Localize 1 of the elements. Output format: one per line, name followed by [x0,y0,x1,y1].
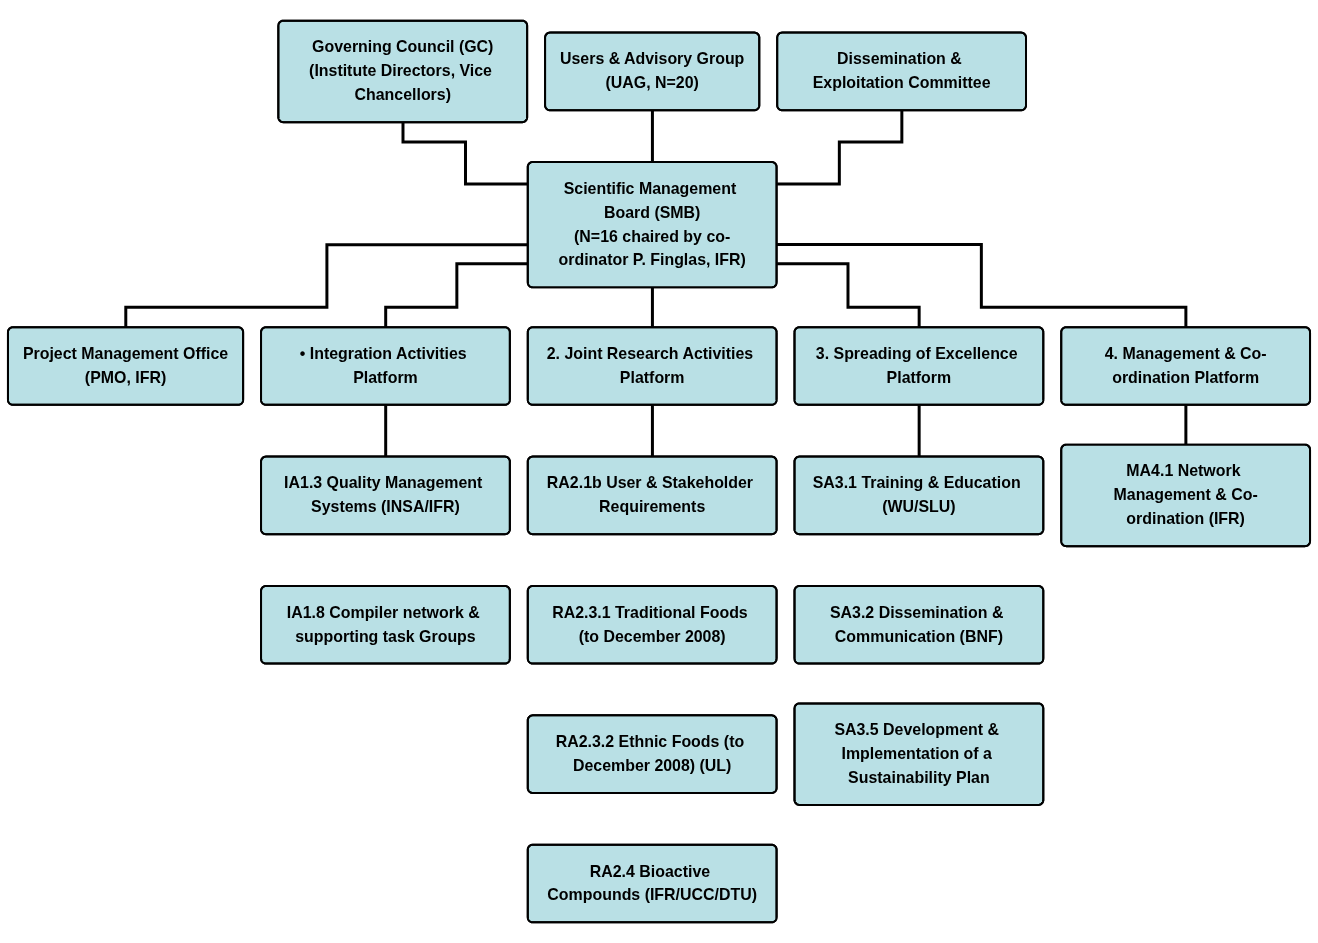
connector [777,109,904,186]
